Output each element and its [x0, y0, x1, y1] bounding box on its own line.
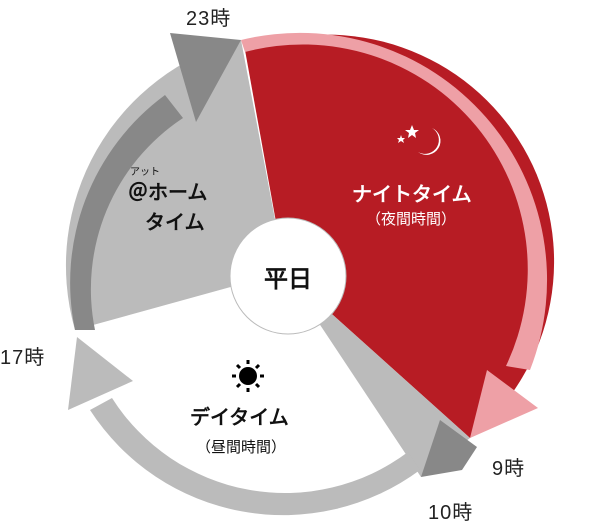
- center-circle: [229, 217, 347, 335]
- night-time-sector: [245, 34, 555, 439]
- night-time-arrow-band: [241, 32, 548, 371]
- home-time-title-line2: タイム: [145, 210, 205, 234]
- moon-stars-icon: [397, 125, 441, 155]
- home-time-ruby: アット: [130, 167, 160, 178]
- day-time-title: デイタイム: [190, 405, 289, 429]
- night-time-arrow-head: [470, 370, 538, 438]
- hour-label-23: 23時: [186, 8, 232, 30]
- day-time-subtitle: （昼間時間）: [196, 438, 287, 456]
- home-time-arrow-band: [70, 95, 183, 330]
- transition-sector: [285, 272, 470, 477]
- center-label: 平日: [264, 265, 312, 293]
- transition-arrow-head: [421, 420, 477, 477]
- hour-label-10: 10時: [428, 502, 474, 524]
- night-time-subtitle: （夜間時間）: [366, 210, 457, 228]
- home-time-title-line1: ＠ホーム: [128, 180, 208, 204]
- home-time-sector: [65, 40, 286, 330]
- hour-label-9: 9時: [492, 458, 526, 480]
- night-time-title: ナイトタイム: [352, 182, 472, 206]
- hour-label-17: 17時: [0, 347, 46, 369]
- day-time-arrow-head: [68, 337, 133, 410]
- home-time-arrow-head: [170, 33, 241, 122]
- day-time-arrow-band: [90, 398, 420, 516]
- sun-icon: [232, 360, 264, 392]
